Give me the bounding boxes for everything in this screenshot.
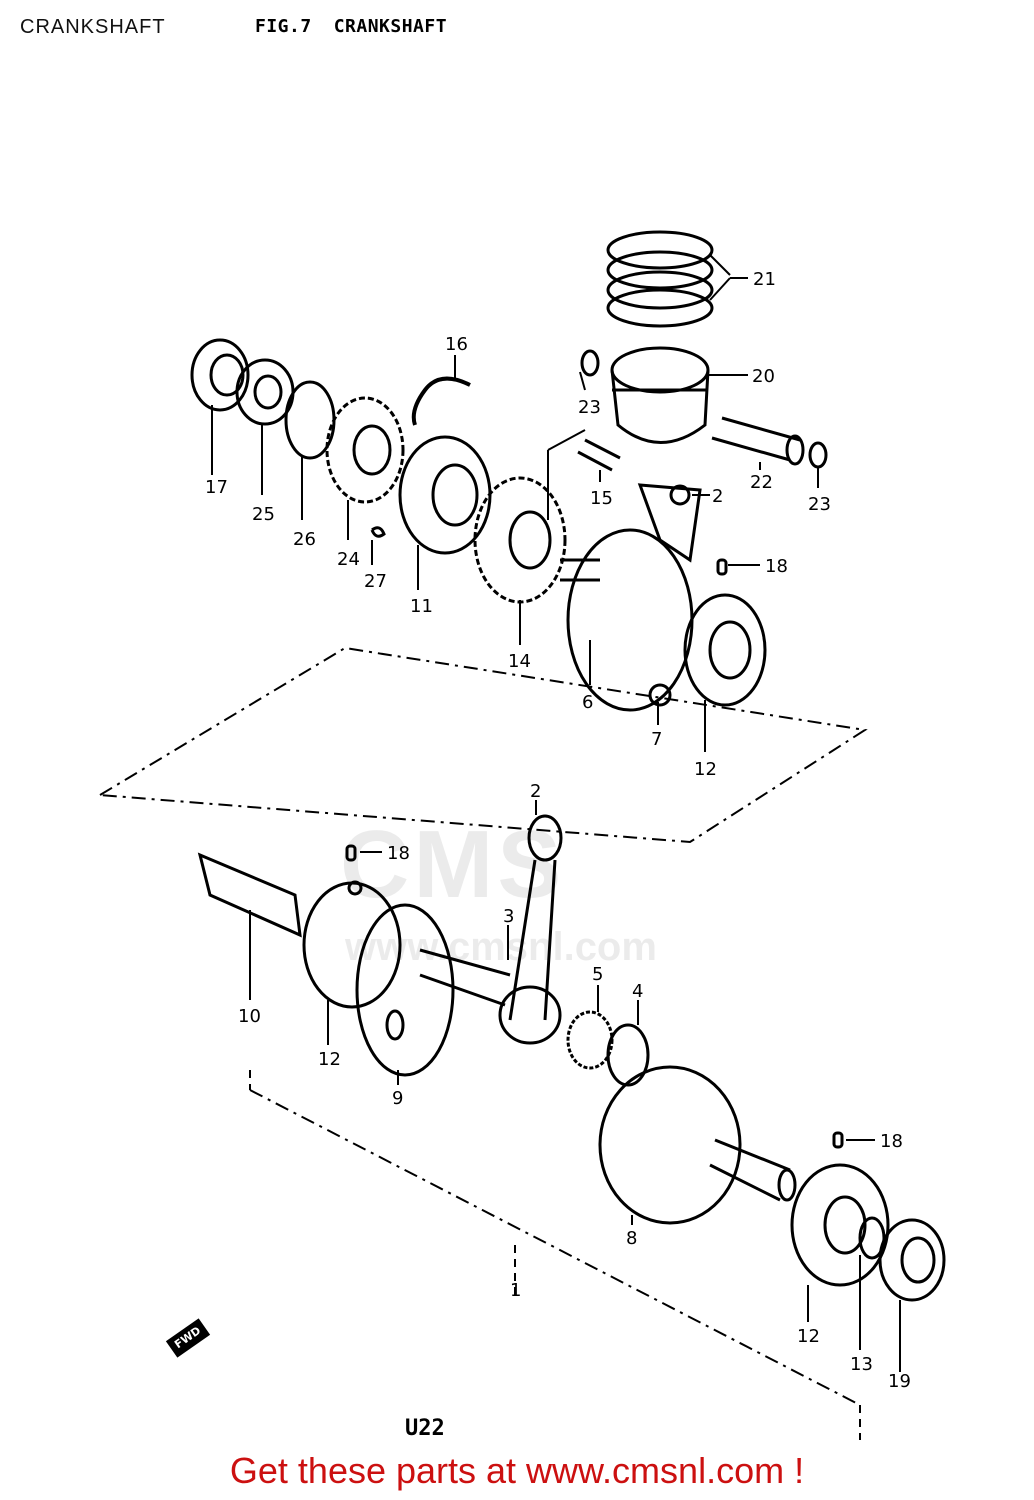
footer-cta-link[interactable]: Get these parts at www.cmsnl.com ! <box>229 1450 805 1491</box>
figure-name: CRANKSHAFT <box>333 16 448 37</box>
snap-ring-part <box>411 376 471 426</box>
callout-13: 13 <box>850 1354 873 1375</box>
callout-18-right: 18 <box>880 1131 903 1152</box>
callout-16: 16 <box>445 334 468 355</box>
callout-18-left: 18 <box>387 843 410 864</box>
flywheel-left-part <box>355 903 511 1077</box>
oil-seal-right-part <box>878 1218 946 1302</box>
dowel-pin-right <box>832 1131 844 1149</box>
key-part <box>370 526 386 538</box>
callout-9: 9 <box>392 1088 403 1109</box>
callout-10: 10 <box>238 1006 261 1027</box>
piston-pin-part <box>711 416 805 466</box>
oil-seal-part <box>190 338 250 412</box>
callout-21: 21 <box>753 269 776 290</box>
callout-7: 7 <box>651 729 662 750</box>
circlip-left-part <box>580 349 600 377</box>
callout-22: 22 <box>750 472 773 493</box>
callout-6: 6 <box>582 692 593 713</box>
callout-27: 27 <box>364 571 387 592</box>
callout-1: 1 <box>510 1280 521 1301</box>
primary-gear-part <box>325 396 405 504</box>
assembly-outline <box>99 646 868 844</box>
callout-labels: 21 20 23 22 23 16 17 25 26 24 27 11 15 1… <box>205 269 911 1441</box>
callout-5: 5 <box>592 964 603 985</box>
crankshaft-assembly-upper <box>560 483 767 712</box>
flywheel-right-part <box>598 1065 797 1225</box>
figure-label: FIG.7 <box>255 16 312 37</box>
callout-23-left: 23 <box>578 397 601 418</box>
callout-25: 25 <box>252 504 275 525</box>
callout-19: 19 <box>888 1371 911 1392</box>
callout-2-upper: 2 <box>712 486 723 507</box>
page-title: CRANKSHAFT <box>20 16 166 38</box>
callout-24: 24 <box>337 549 360 570</box>
model-code: U22 <box>405 1416 445 1441</box>
callout-12-right: 12 <box>797 1326 820 1347</box>
callout-3: 3 <box>503 906 514 927</box>
callout-14: 14 <box>508 651 531 672</box>
callout-2-lower: 2 <box>530 781 541 802</box>
callout-11: 11 <box>410 596 433 617</box>
figure-title: FIG.7 CRANKSHAFT <box>255 16 447 37</box>
callout-15: 15 <box>590 488 613 509</box>
piston-rings-part <box>606 230 748 328</box>
callout-20: 20 <box>752 366 775 387</box>
callout-12-upper: 12 <box>694 759 717 780</box>
piston-part <box>610 346 748 444</box>
bearing-right-part <box>790 1163 890 1287</box>
watermark-logo: CMS <box>340 811 566 918</box>
callout-18-upper: 18 <box>765 556 788 577</box>
connecting-rod-part <box>498 814 563 1045</box>
dowel-pin-upper <box>716 558 728 576</box>
needle-bearing-part <box>566 1010 614 1070</box>
callout-23-right: 23 <box>808 494 831 515</box>
bolt-part <box>577 438 621 472</box>
callout-12-left: 12 <box>318 1049 341 1070</box>
circlip-right-part <box>808 441 828 469</box>
callout-4: 4 <box>632 981 643 1002</box>
dowel-pin-left <box>345 844 357 862</box>
thrust-washer-part <box>606 1023 650 1087</box>
callout-26: 26 <box>293 529 316 550</box>
callout-17: 17 <box>205 477 228 498</box>
crankshaft-left-half-part <box>197 852 402 1009</box>
callout-8: 8 <box>626 1228 637 1249</box>
leader-lines <box>211 355 901 1440</box>
